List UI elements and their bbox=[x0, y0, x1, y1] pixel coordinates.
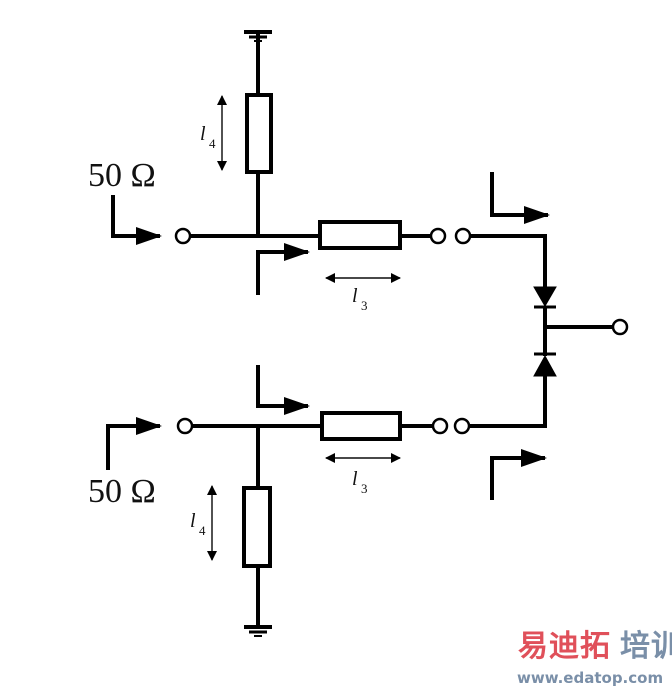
l4-top-label: l bbox=[200, 123, 206, 145]
ref-plane-arrow-2 bbox=[490, 172, 550, 224]
diode-top bbox=[533, 286, 557, 307]
l3-top-label: l bbox=[352, 285, 358, 307]
l3-top-sub: 3 bbox=[361, 298, 368, 313]
stub-resistor-bottom bbox=[242, 486, 272, 568]
output-port bbox=[611, 318, 629, 336]
stub-resistor-top bbox=[245, 93, 273, 174]
input-port-bottom bbox=[176, 417, 194, 435]
line-resistor-top bbox=[318, 220, 402, 250]
line-resistor-bottom bbox=[320, 411, 402, 441]
input-arrow-bottom bbox=[106, 417, 162, 470]
l4-bottom-sub: 4 bbox=[199, 523, 206, 538]
port-label-bottom: 50 Ω bbox=[88, 473, 156, 510]
ref-plane-arrow-1 bbox=[256, 243, 310, 295]
l4-bottom-label: l bbox=[190, 510, 196, 532]
diode-bottom bbox=[533, 354, 557, 377]
input-arrow-top bbox=[111, 195, 162, 245]
l3-bottom-sub: 3 bbox=[361, 481, 368, 496]
ref-plane-arrow-3 bbox=[256, 365, 310, 415]
input-port-top bbox=[174, 227, 192, 245]
watermark-url: www.edatop.com bbox=[517, 669, 664, 687]
ref-plane-arrow-4 bbox=[490, 449, 547, 500]
watermark-brand-red: 易迪拓 bbox=[518, 629, 611, 664]
watermark-brand-blue: 培训 bbox=[620, 629, 672, 664]
port-label-top: 50 Ω bbox=[88, 157, 156, 194]
l4-top-sub: 4 bbox=[209, 136, 216, 151]
ground-icon-bottom bbox=[244, 625, 272, 637]
l3-bottom-label: l bbox=[352, 468, 358, 490]
